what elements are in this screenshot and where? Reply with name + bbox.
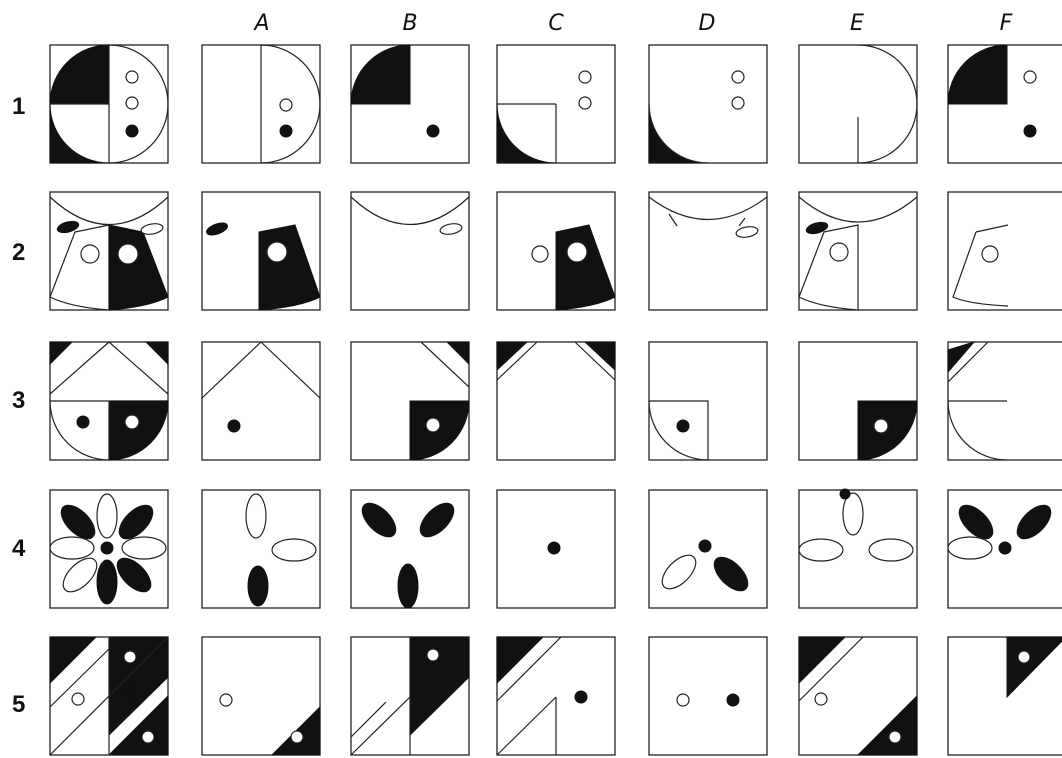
cell-2-f[interactable] [948,192,1062,310]
cell-2-key[interactable] [50,192,168,310]
cell-5-a[interactable] [202,637,320,755]
cell-1-a[interactable] [202,45,320,163]
cell-1-key[interactable] [50,45,168,163]
cell-2-e[interactable] [799,192,917,310]
column-label-f: F [1000,11,1013,36]
cell-5-d[interactable] [649,637,767,755]
cell-3-a[interactable] [202,342,320,460]
row-label-5: 5 [12,691,25,718]
cell-1-b[interactable] [351,45,469,163]
cell-3-b[interactable] [351,342,469,460]
cell-2-c[interactable] [497,192,615,310]
cell-4-f[interactable] [948,490,1062,608]
row-label-1: 1 [12,93,25,120]
cell-3-d[interactable] [649,342,767,460]
cell-5-b[interactable] [351,637,469,755]
cell-1-f[interactable] [948,45,1062,163]
cell-1-d[interactable] [649,45,767,163]
cell-4-d[interactable] [649,490,767,608]
cell-2-b[interactable] [351,192,469,310]
column-label-c: C [548,11,564,36]
column-label-d: D [699,11,716,36]
cell-1-c[interactable] [497,45,615,163]
cell-4-c[interactable] [497,490,615,608]
cell-4-b[interactable] [351,490,469,608]
cell-3-key[interactable] [50,342,168,460]
cell-5-e[interactable] [799,637,917,755]
row-label-2: 2 [12,239,25,266]
cell-4-a[interactable] [202,490,320,608]
cell-2-a[interactable] [202,192,320,310]
cell-1-e[interactable] [799,45,917,163]
cell-4-key[interactable] [50,490,168,608]
cell-5-key[interactable] [50,637,168,755]
cell-3-e[interactable] [799,342,917,460]
row-label-4: 4 [12,535,26,562]
column-label-b: B [402,11,417,36]
cell-3-c[interactable] [497,342,615,460]
row-label-3: 3 [12,387,25,414]
cell-5-f[interactable] [948,637,1062,755]
cell-5-c[interactable] [497,637,615,755]
cell-2-d[interactable] [649,192,767,310]
cell-3-f[interactable] [948,342,1062,460]
column-label-a: A [252,11,269,36]
column-label-e: E [850,11,864,36]
cell-4-e[interactable] [799,489,917,608]
